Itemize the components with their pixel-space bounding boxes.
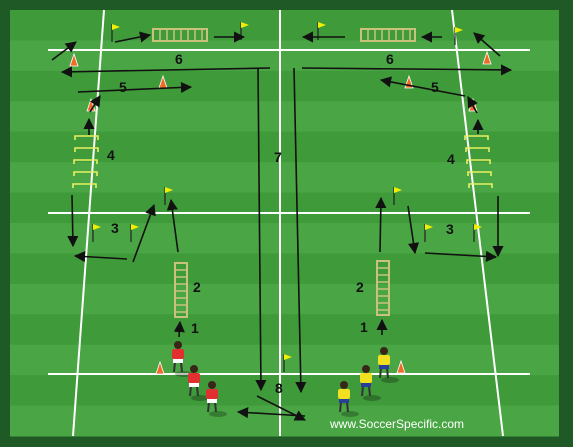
- player: [206, 381, 227, 417]
- flag: [111, 24, 120, 42]
- arrow: [467, 96, 478, 114]
- field-lines: [48, 9, 530, 437]
- flag: [283, 354, 292, 372]
- cone: [396, 359, 406, 374]
- player: [338, 381, 359, 417]
- players: [172, 341, 399, 417]
- watermark: www.SoccerSpecific.com: [329, 417, 464, 431]
- left-sideline: [72, 9, 105, 437]
- flags: [92, 22, 482, 372]
- label-left-3: 3: [111, 220, 119, 236]
- label-right-1: 1: [360, 319, 368, 335]
- flag: [473, 224, 482, 242]
- arrow: [77, 81, 193, 94]
- arrow: [114, 31, 152, 43]
- arrow: [51, 41, 77, 61]
- pitch-stripe: [10, 283, 559, 315]
- flag: [454, 27, 463, 45]
- arrow: [255, 67, 267, 392]
- right-sideline: [451, 9, 504, 437]
- label-left-4: 4: [107, 147, 115, 163]
- pitch-stripe: [10, 253, 559, 285]
- pitch-stripe: [10, 375, 559, 407]
- flag: [92, 224, 101, 242]
- cone: [69, 52, 79, 67]
- arrow: [132, 203, 156, 263]
- label-center-8: 8: [275, 380, 283, 396]
- arrow: [375, 196, 387, 253]
- flag: [164, 187, 173, 205]
- player: [188, 365, 209, 401]
- arrow: [256, 395, 307, 421]
- pitch-stripe: [10, 162, 559, 194]
- cone: [155, 360, 165, 375]
- pitch-stripe: [10, 40, 559, 72]
- hurdles-left: [72, 135, 99, 188]
- label-right-3: 3: [446, 221, 454, 237]
- flag: [393, 187, 402, 205]
- arrow: [473, 32, 501, 57]
- arrow: [73, 250, 128, 263]
- label-right-4: 4: [447, 151, 455, 167]
- pitch-stripe: [10, 223, 559, 254]
- label-right-2: 2: [356, 279, 364, 295]
- ladder-right-2: [376, 260, 390, 316]
- label-right-5: 5: [431, 79, 439, 95]
- label-left-5: 5: [119, 79, 127, 95]
- flag: [424, 224, 433, 242]
- cone: [482, 50, 492, 65]
- arrow: [173, 320, 185, 338]
- arrow: [60, 66, 271, 78]
- arrow: [379, 76, 466, 97]
- arrow: [407, 205, 420, 255]
- pitch-stripe: [10, 314, 559, 346]
- label-right-6: 6: [386, 51, 394, 67]
- pitch-stripe: [10, 192, 559, 224]
- player: [378, 347, 399, 383]
- label-left-1: 1: [191, 320, 199, 336]
- arrow: [89, 95, 101, 113]
- ladder-top-right: [360, 28, 416, 42]
- pitch-stripe: [10, 70, 559, 102]
- arrow: [424, 250, 498, 263]
- arrow: [166, 198, 179, 253]
- label-left-2: 2: [193, 279, 201, 295]
- pitch-stripe: [10, 405, 559, 437]
- hurdles-right: [464, 135, 493, 188]
- flag: [130, 224, 139, 242]
- label-left-6: 6: [175, 51, 183, 67]
- run-arrows: [51, 31, 513, 421]
- arrow: [301, 64, 513, 76]
- player: [360, 365, 381, 401]
- arrow: [67, 194, 79, 248]
- ladder-top-left: [152, 28, 208, 42]
- label-center-7: 7: [274, 149, 282, 165]
- station-numbers: 6 5 4 3 2 1 6 5 4 3 2 1 7 8: [107, 51, 455, 396]
- ladder-left-2: [174, 262, 188, 318]
- arrow: [293, 67, 307, 394]
